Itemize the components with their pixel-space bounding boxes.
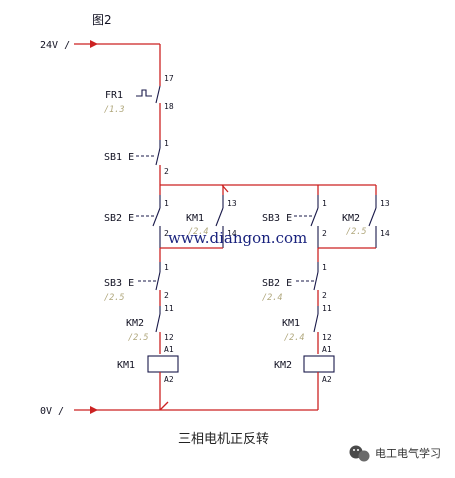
supply-label-24v: 24V / (40, 40, 70, 51)
sb3-left-ref: /2.5 (104, 293, 124, 303)
km2-interlock-pin-b: 12 (164, 333, 174, 342)
km1-coil: KM1 A1 A2 (117, 345, 179, 410)
sb2-interlock-contact: SB2 E /2.4 1 2 (262, 262, 327, 306)
fr1-ref: /1.3 (104, 105, 124, 115)
km1-interlock-pin-a: 11 (322, 304, 332, 313)
fr1-pin-b: 18 (164, 102, 174, 111)
supply-rail-0v: 0V / (40, 406, 160, 417)
km1-interlock-pin-b: 12 (322, 333, 332, 342)
sb3-right-pin-b: 2 (322, 229, 327, 238)
supply-rail-24v: 24V / (40, 40, 161, 70)
sb3-right-pin-a: 1 (322, 199, 327, 208)
km1-hold-label: KM1 (186, 213, 204, 224)
sb3-interlock-contact: SB3 E /2.5 1 2 (104, 262, 169, 306)
sb3-left-label: SB3 E (104, 278, 134, 289)
brand-name: 电工电气学习 (375, 446, 441, 460)
return-wiring (159, 401, 318, 411)
brand-badge: 电工电气学习 (349, 445, 441, 462)
wechat-icon (349, 445, 370, 462)
sb1-stop-button: SB1 E 1 2 (104, 139, 169, 185)
km2-interlock-ref: /2.5 (128, 333, 148, 343)
diagram-caption: 三相电机正反转 (178, 432, 269, 447)
fr1-pin-a: 17 (164, 74, 174, 83)
km1-hold-pin-a: 13 (227, 199, 237, 208)
km2-coil-pin-a: A1 (322, 345, 332, 354)
sb2-right-pin-b: 2 (322, 291, 327, 300)
supply-label-0v: 0V / (40, 406, 64, 417)
sb2-right-pin-a: 1 (322, 263, 327, 272)
km1-interlock-ref: /2.4 (284, 333, 304, 343)
thermal-relay-icon (136, 89, 152, 97)
arrow-right-icon (90, 406, 98, 414)
km2-coil: KM2 A1 A2 (274, 345, 335, 410)
sb3-reverse-start-button: SB3 E 1 2 (262, 195, 327, 248)
sb2-left-pin-b: 2 (164, 229, 169, 238)
km2-hold-pin-b: 14 (380, 229, 390, 238)
km1-hold-pin-b: 14 (227, 229, 237, 238)
sb2-right-label: SB2 E (262, 278, 292, 289)
fr1-overload-contact: FR1 /1.3 17 18 (104, 70, 174, 140)
watermark: www.diangon.com (168, 229, 307, 247)
arrow-right-icon (90, 40, 98, 48)
km2-coil-label: KM2 (274, 360, 292, 371)
sb3-right-label: SB3 E (262, 213, 292, 224)
sb1-pin-b: 2 (164, 167, 169, 176)
sb1-pin-a: 1 (164, 139, 169, 148)
km1-coil-pin-a: A1 (164, 345, 174, 354)
km2-interlock-label: KM2 (126, 318, 144, 329)
sb2-left-label: SB2 E (104, 213, 134, 224)
km2-hold-pin-a: 13 (380, 199, 390, 208)
sb2-right-ref: /2.4 (262, 293, 282, 303)
fr1-label: FR1 (105, 90, 123, 101)
figure-label: 图2 (92, 13, 112, 27)
sb3-left-pin-b: 2 (164, 291, 169, 300)
km1-coil-pin-b: A2 (164, 375, 174, 384)
km1-interlock-contact: KM1 /2.4 11 12 (282, 304, 332, 354)
km1-hold-ref: /2.4 (188, 227, 208, 237)
km1-interlock-label: KM1 (282, 318, 300, 329)
sb2-forward-start-button: SB2 E 1 2 (104, 195, 169, 248)
km2-holding-contact: KM2 /2.5 13 14 (318, 195, 390, 249)
km1-coil-label: KM1 (117, 360, 135, 371)
sb1-label: SB1 E (104, 152, 134, 163)
sb2-left-pin-a: 1 (164, 199, 169, 208)
km2-interlock-pin-a: 11 (164, 304, 174, 313)
km2-hold-ref: /2.5 (346, 227, 366, 237)
km2-coil-pin-b: A2 (322, 375, 332, 384)
km2-hold-label: KM2 (342, 213, 360, 224)
branch-wiring (159, 184, 377, 195)
km2-interlock-contact: KM2 /2.5 11 12 (126, 304, 174, 354)
sb3-left-pin-a: 1 (164, 263, 169, 272)
km1-holding-contact: KM1 /2.4 13 14 (160, 195, 237, 249)
